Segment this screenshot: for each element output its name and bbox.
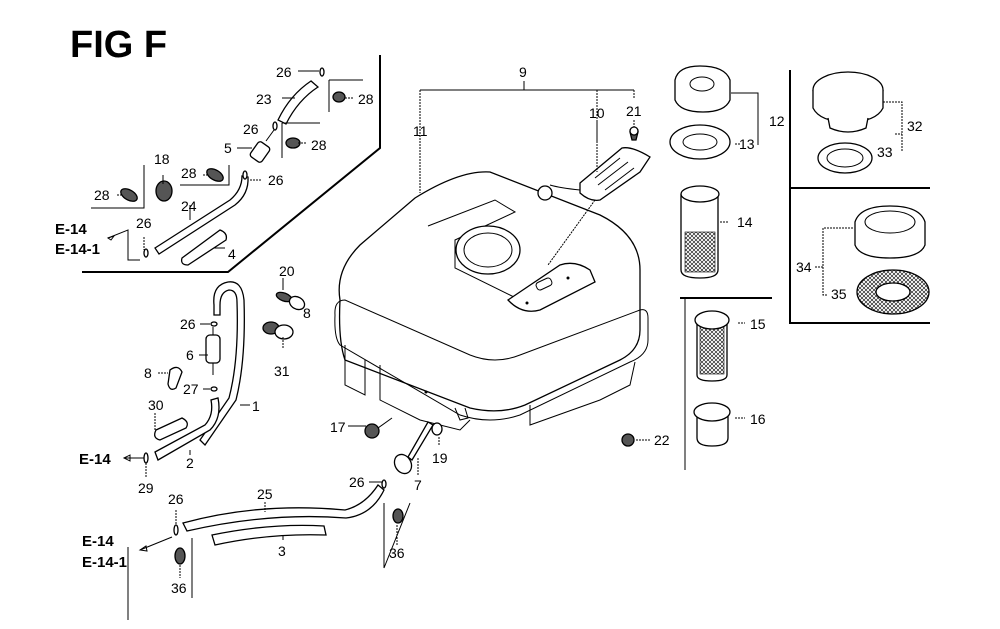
part-20-clamp: [275, 291, 306, 311]
part-25-hose: [182, 484, 385, 532]
callout-11: 11: [413, 123, 428, 139]
part-14-strainer: [680, 185, 728, 279]
callout-18: 18: [154, 151, 170, 167]
ref-e-14[interactable]: E-14: [55, 221, 87, 238]
tank-leaders: [419, 81, 635, 193]
part-17-bolt: [364, 417, 393, 439]
part-10-fuel-gauge: [537, 147, 651, 266]
callout-6: 6: [186, 347, 194, 363]
part-36-clamps: [174, 508, 404, 565]
callout-7: 7: [414, 477, 422, 493]
part-19-o-ring: [431, 422, 443, 445]
leaders-lower: [138, 481, 398, 578]
part-12-fuel-cap: [674, 65, 759, 145]
callout-31: 31: [274, 363, 290, 379]
part-7-fuel-valve: [393, 421, 434, 475]
ref-e-14[interactable]: E-14: [82, 533, 114, 550]
callout-28: 28: [311, 137, 327, 153]
callout-17: 17: [330, 419, 346, 435]
callout-1: 1: [252, 398, 260, 414]
part-4-tube: [180, 229, 228, 266]
callout-3: 3: [278, 543, 286, 559]
part-33-gasket: [817, 142, 873, 174]
callout-26: 26: [168, 491, 184, 507]
part-2-hose: [154, 397, 220, 461]
part-15-filter: [694, 310, 745, 382]
part-11-fuel-tank: [334, 171, 649, 431]
callout-26: 26: [180, 316, 196, 332]
callout-27: 27: [183, 381, 199, 397]
leaders-upper-left: [91, 70, 363, 261]
callout-25: 25: [257, 486, 273, 502]
ref-e-14-1[interactable]: E-14-1: [55, 241, 100, 258]
callout-22: 22: [654, 432, 670, 448]
part-21-screw: [629, 126, 639, 141]
part-1-hose: [199, 281, 245, 447]
callout-32: 32: [907, 118, 923, 134]
part-23-hose: [277, 80, 320, 125]
callout-24: 24: [181, 198, 197, 214]
part-16-holder: [693, 402, 745, 447]
callout-36: 36: [171, 580, 187, 596]
callout-8: 8: [144, 365, 152, 381]
part-34-cap: [815, 205, 926, 296]
part-18-clamp: [155, 180, 173, 202]
callout-26: 26: [136, 215, 152, 231]
leaders-mid-left: [122, 278, 284, 478]
ref-e-14-1[interactable]: E-14-1: [82, 554, 127, 571]
part-30-tube: [154, 417, 188, 441]
callout-26: 26: [349, 474, 365, 490]
callout-9: 9: [519, 64, 527, 80]
callout-28: 28: [94, 187, 110, 203]
part-28-clamps: [120, 91, 346, 202]
part-31-clamp: [262, 321, 294, 340]
callout-23: 23: [256, 91, 272, 107]
part-6-filter: [205, 327, 221, 375]
callout-20: 20: [279, 263, 295, 279]
part-5-joint: [249, 129, 275, 163]
figure-title: FIG F: [70, 24, 167, 66]
callout-35: 35: [831, 286, 847, 302]
callout-34: 34: [796, 259, 812, 275]
callout-28: 28: [358, 91, 374, 107]
callout-labels: 26 23 28 26 28 5 26 18 28 28 24 26 4 E-1…: [55, 64, 923, 596]
part-13-gasket: [669, 124, 740, 160]
part-3-hose: [211, 524, 327, 546]
lower-clips: [173, 479, 387, 536]
part-32-cap: [812, 71, 903, 152]
callout-26: 26: [276, 64, 292, 80]
callout-29: 29: [138, 480, 154, 496]
callout-8: 8: [303, 305, 311, 321]
part-35-seal: [856, 269, 930, 315]
callout-19: 19: [432, 450, 448, 466]
callout-36: 36: [389, 545, 405, 561]
callout-12: 12: [769, 113, 785, 129]
part-26-clips-upper: [143, 67, 325, 258]
callout-10: 10: [589, 105, 605, 121]
callout-13: 13: [739, 136, 755, 152]
callout-30: 30: [148, 397, 164, 413]
callout-26: 26: [243, 121, 259, 137]
part-8-clip: [167, 366, 183, 390]
ref-e-14[interactable]: E-14: [79, 451, 111, 468]
callout-4: 4: [228, 246, 236, 262]
part-22-nut: [621, 433, 651, 447]
callout-14: 14: [737, 214, 753, 230]
callout-2: 2: [186, 455, 194, 471]
callout-33: 33: [877, 144, 893, 160]
callout-5: 5: [224, 140, 232, 156]
callout-21: 21: [626, 103, 642, 119]
callout-15: 15: [750, 316, 766, 332]
callout-16: 16: [750, 411, 766, 427]
part-24-hose: [154, 175, 249, 255]
callout-28: 28: [181, 165, 197, 181]
frame-lines: [82, 55, 930, 620]
callout-26: 26: [268, 172, 284, 188]
